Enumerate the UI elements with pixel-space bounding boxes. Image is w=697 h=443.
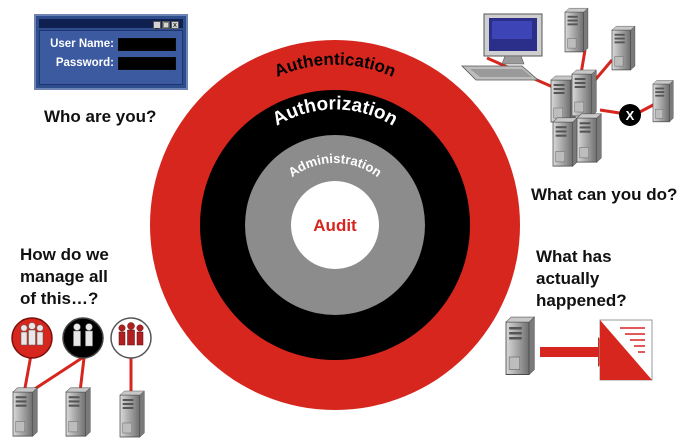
minimize-icon[interactable]: _	[153, 21, 161, 29]
happened-line-2: actually	[536, 269, 600, 288]
svg-text:X: X	[626, 108, 635, 123]
manage-line-1: How do we	[20, 245, 109, 264]
login-body: User Name: Password:	[39, 30, 183, 85]
happened-line-3: happened?	[536, 291, 627, 310]
user-group-black-icon	[62, 317, 104, 359]
happened-line-1: What has	[536, 247, 612, 266]
password-field[interactable]	[118, 56, 176, 70]
audit-server-icon	[505, 316, 535, 376]
desktop-computer-icon	[461, 13, 543, 81]
password-row: Password:	[44, 55, 176, 71]
manage-question: How do we manage all of this…?	[20, 244, 109, 310]
remote-server-icon	[652, 79, 674, 123]
username-row: User Name:	[44, 36, 176, 52]
server-cluster-icon	[550, 7, 636, 167]
username-field[interactable]	[118, 37, 176, 51]
close-icon[interactable]: x	[171, 21, 179, 29]
line-group2-srv1	[29, 356, 83, 394]
what-can-question: What can you do?	[531, 185, 678, 204]
user-servers-icon	[12, 387, 145, 438]
maximize-icon[interactable]: □	[162, 21, 170, 29]
audit-report-icon	[599, 319, 653, 381]
label-audit: Audit	[313, 216, 357, 235]
happened-question: What has actually happened?	[536, 246, 627, 312]
line-group1-srv1	[23, 354, 33, 389]
ring-audit	[291, 181, 379, 269]
login-dialog: _ □ x User Name: Password:	[34, 14, 188, 90]
deny-x-icon: X	[619, 104, 641, 126]
user-group-red-icon	[11, 317, 53, 359]
password-label: Password:	[55, 57, 114, 69]
manage-line-2: manage all	[20, 267, 108, 286]
who-question: Who are you?	[44, 107, 157, 126]
username-label: User Name:	[50, 38, 114, 50]
login-title-bar: _ □ x	[39, 19, 183, 29]
line-group2-srv2	[78, 357, 86, 393]
manage-line-3: of this…?	[20, 289, 99, 308]
user-group-white-icon	[110, 317, 152, 359]
